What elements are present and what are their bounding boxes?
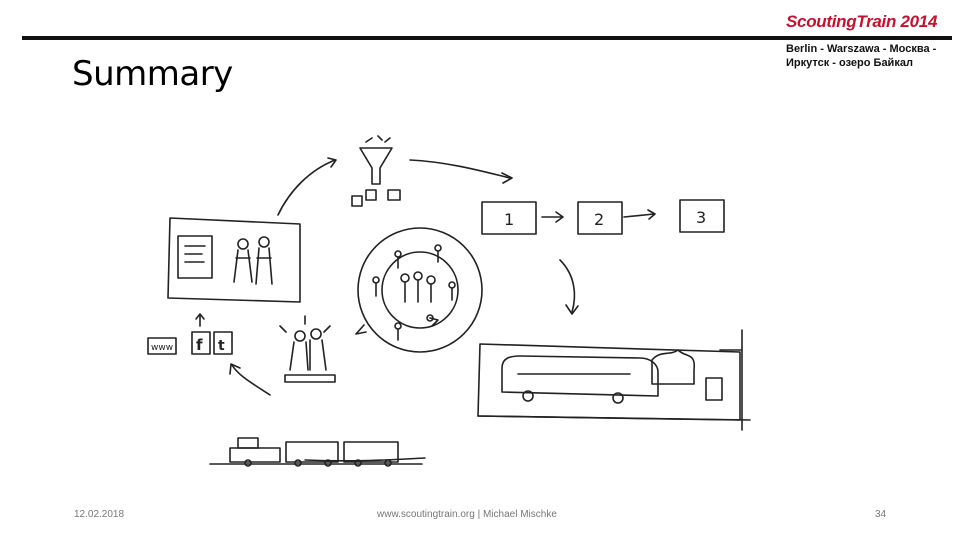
cycle-arrow-left — [231, 364, 271, 396]
header-rule — [22, 36, 952, 40]
route-text: Berlin - Warszawa - Москва - Иркутск - о… — [786, 42, 956, 70]
social-icons — [147, 331, 233, 355]
brand-logo: ScoutingTrain 2014 — [786, 12, 938, 31]
route-line-1: Berlin - Warszawa - Москва - — [786, 43, 937, 55]
stage-people-icon — [279, 315, 336, 383]
footer-date: 12.02.2018 — [74, 509, 125, 520]
step-label-1: 1 — [504, 210, 514, 229]
footer-source: www.scoutingtrain.org | Michael Mischke — [377, 509, 557, 520]
cycle-arrow-bottom — [304, 457, 426, 462]
page-number: 34 — [875, 509, 887, 520]
train-car-icon — [477, 329, 751, 431]
step-label-3: 3 — [696, 208, 706, 227]
www-label: www — [151, 343, 173, 353]
step-label-2: 2 — [594, 210, 604, 229]
people-circle-icon — [372, 244, 456, 341]
cycle-arrow-top-left — [277, 159, 336, 216]
route-line-2: Иркутск - озеро Байкал — [786, 57, 913, 69]
presentation-board-icon — [167, 217, 301, 303]
facebook-label: f — [196, 336, 203, 354]
twitter-label: t — [218, 338, 225, 354]
process-sketch: 1 2 3 www f t — [147, 135, 751, 467]
cycle-arrow-top-right — [409, 159, 511, 179]
slide-title: Summary — [72, 54, 233, 94]
center-circle — [357, 227, 483, 353]
funnel-icon — [351, 135, 401, 207]
cycle-arrow-right — [559, 259, 576, 313]
locomotive-icon — [209, 437, 423, 467]
steps-diagram — [481, 199, 725, 235]
